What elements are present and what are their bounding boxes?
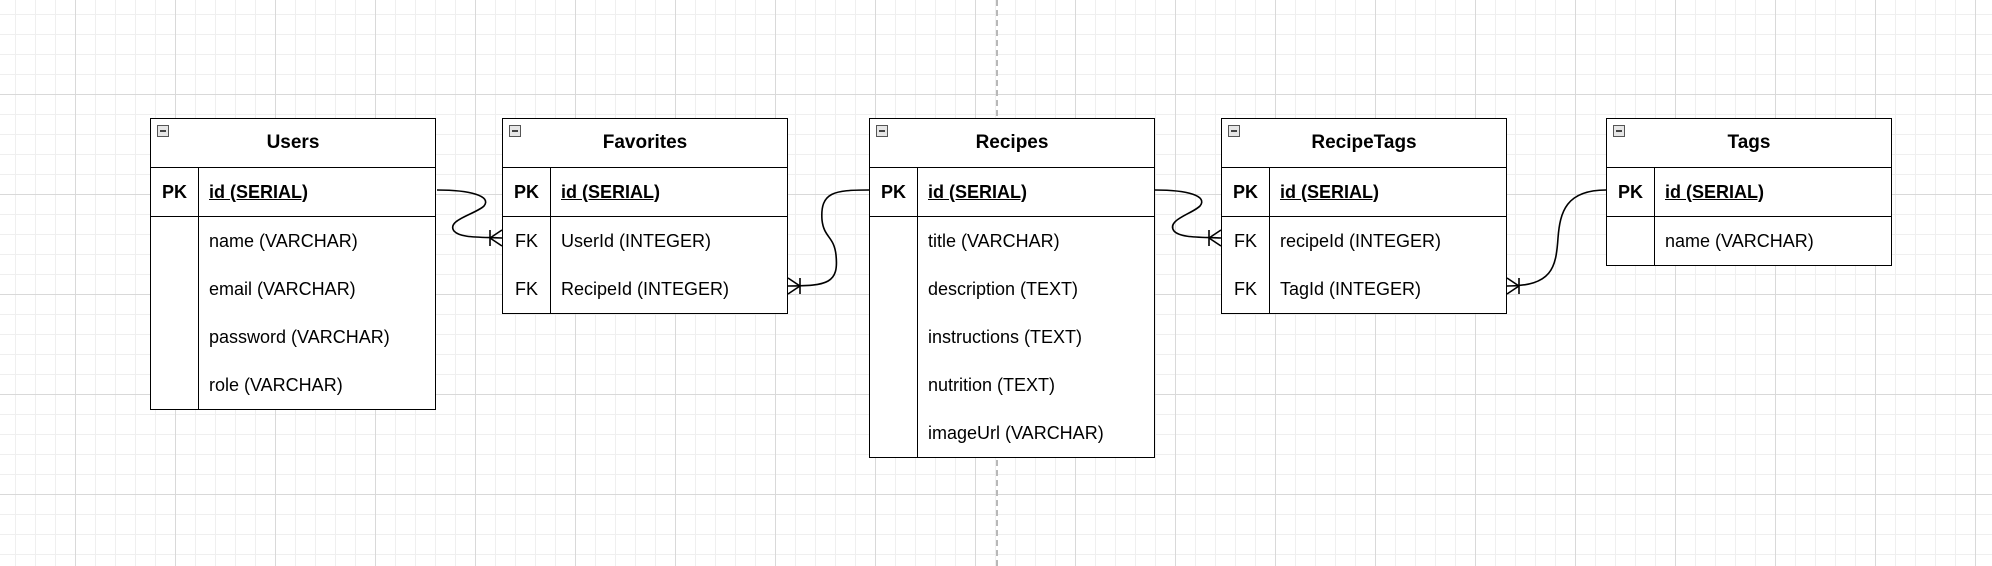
key-label (870, 409, 918, 457)
crows-foot-icon (1506, 277, 1520, 295)
relationship-tags-recipetags[interactable] (1506, 189, 1607, 287)
key-label: FK (1222, 265, 1270, 313)
field-label: description (TEXT) (928, 278, 1079, 299)
entity-header[interactable]: Recipes (870, 119, 1154, 168)
key-label: PK (870, 168, 918, 216)
crows-foot-icon (787, 277, 801, 295)
table-row[interactable]: name (VARCHAR) (1607, 217, 1891, 265)
field-label: email (VARCHAR) (209, 278, 356, 299)
key-label: FK (503, 265, 551, 313)
key-label (151, 361, 199, 409)
collapse-icon[interactable] (509, 125, 521, 137)
entity-title: Favorites (602, 132, 688, 153)
key-label (151, 217, 199, 265)
entity-header[interactable]: Favorites (503, 119, 787, 168)
crows-foot-icon (489, 229, 503, 247)
entity-title: Users (266, 132, 320, 153)
key-label: FK (1222, 217, 1270, 265)
key-label (1607, 217, 1655, 265)
field-label: id (SERIAL) (928, 181, 1027, 202)
key-label (151, 313, 199, 361)
relationship-recipes-favorites[interactable] (787, 189, 870, 287)
field-label: title (VARCHAR) (928, 230, 1060, 251)
key-label: PK (151, 168, 199, 216)
field-label: id (SERIAL) (1665, 181, 1764, 202)
table-row[interactable]: name (VARCHAR) (151, 217, 435, 265)
table-row[interactable]: PK id (SERIAL) (1607, 168, 1891, 217)
table-row[interactable]: PK id (SERIAL) (151, 168, 435, 217)
field-label: name (VARCHAR) (1665, 230, 1814, 251)
key-label: PK (1607, 168, 1655, 216)
collapse-icon[interactable] (1613, 125, 1625, 137)
table-row[interactable]: FK recipeId (INTEGER) (1222, 217, 1506, 265)
table-row[interactable]: nutrition (TEXT) (870, 361, 1154, 409)
field-label: TagId (INTEGER) (1280, 278, 1422, 299)
table-row[interactable]: role (VARCHAR) (151, 361, 435, 409)
table-row[interactable]: PK id (SERIAL) (870, 168, 1154, 217)
entity-recipetags[interactable]: RecipeTags PK id (SERIAL) FK recipeId (I… (1221, 118, 1507, 314)
table-row[interactable]: title (VARCHAR) (870, 217, 1154, 265)
crows-foot-icon (1208, 229, 1222, 247)
entity-header[interactable]: Users (151, 119, 435, 168)
entity-header[interactable]: Tags (1607, 119, 1891, 168)
table-row[interactable]: password (VARCHAR) (151, 313, 435, 361)
table-row[interactable]: description (TEXT) (870, 265, 1154, 313)
entity-users[interactable]: Users PK id (SERIAL) name (VARCHAR) emai… (150, 118, 436, 410)
table-row[interactable]: FK UserId (INTEGER) (503, 217, 787, 265)
field-label: name (VARCHAR) (209, 230, 358, 251)
field-label: instructions (TEXT) (928, 326, 1083, 347)
key-label (870, 361, 918, 409)
collapse-icon[interactable] (157, 125, 169, 137)
collapse-icon[interactable] (1228, 125, 1240, 137)
entity-header[interactable]: RecipeTags (1222, 119, 1506, 168)
relationship-users-favorites[interactable] (436, 189, 503, 239)
field-label: password (VARCHAR) (209, 326, 390, 347)
key-label (870, 265, 918, 313)
key-label: PK (1222, 168, 1270, 216)
entity-title: RecipeTags (1311, 132, 1417, 153)
key-label (870, 313, 918, 361)
field-label: imageUrl (VARCHAR) (928, 422, 1104, 443)
relationship-recipes-recipetags[interactable] (1154, 189, 1222, 239)
field-label: RecipeId (INTEGER) (561, 278, 730, 299)
field-label: id (SERIAL) (209, 181, 308, 202)
field-label: nutrition (TEXT) (928, 374, 1056, 395)
entity-title: Tags (1727, 132, 1771, 153)
table-row[interactable]: email (VARCHAR) (151, 265, 435, 313)
entity-recipes[interactable]: Recipes PK id (SERIAL) title (VARCHAR) d… (869, 118, 1155, 458)
key-label: PK (503, 168, 551, 216)
table-row[interactable]: FK RecipeId (INTEGER) (503, 265, 787, 313)
entity-title: Recipes (975, 132, 1049, 153)
table-row[interactable]: PK id (SERIAL) (503, 168, 787, 217)
table-row[interactable]: instructions (TEXT) (870, 313, 1154, 361)
field-label: UserId (INTEGER) (561, 230, 712, 251)
entity-tags[interactable]: Tags PK id (SERIAL) name (VARCHAR) (1606, 118, 1892, 266)
field-label: id (SERIAL) (561, 181, 660, 202)
table-row[interactable]: imageUrl (VARCHAR) (870, 409, 1154, 457)
collapse-icon[interactable] (876, 125, 888, 137)
field-label: recipeId (INTEGER) (1280, 230, 1442, 251)
key-label: FK (503, 217, 551, 265)
table-row[interactable]: FK TagId (INTEGER) (1222, 265, 1506, 313)
key-label (870, 217, 918, 265)
field-label: role (VARCHAR) (209, 374, 343, 395)
table-row[interactable]: PK id (SERIAL) (1222, 168, 1506, 217)
field-label: id (SERIAL) (1280, 181, 1379, 202)
entity-favorites[interactable]: Favorites PK id (SERIAL) FK UserId (INTE… (502, 118, 788, 314)
key-label (151, 265, 199, 313)
